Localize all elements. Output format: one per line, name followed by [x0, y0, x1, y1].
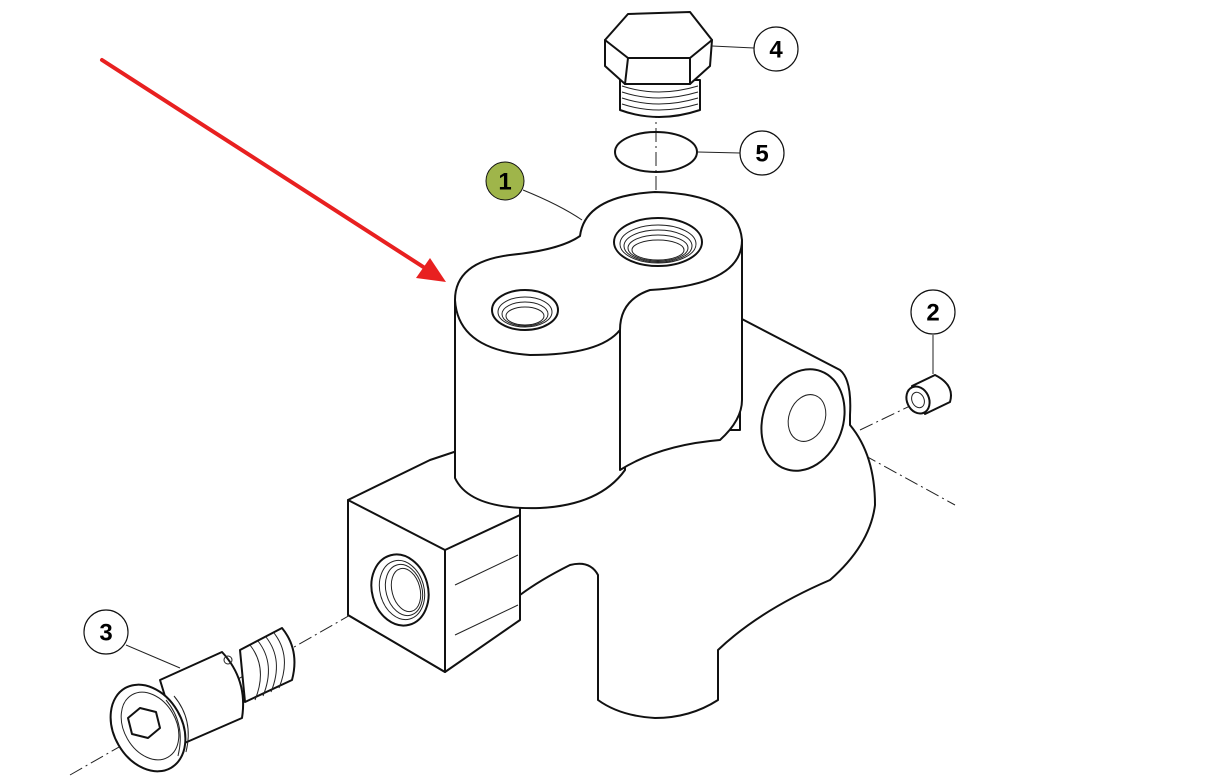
callout-2-circle [910, 289, 956, 335]
callout-3-circle [83, 609, 129, 655]
leader-lines [125, 45, 934, 669]
bushing [905, 374, 952, 415]
callout-1: 1 [485, 161, 525, 201]
callout-4: 4 [753, 26, 799, 72]
valve-body [347, 191, 876, 719]
hex-plug [604, 11, 713, 118]
callout-2: 2 [910, 289, 956, 335]
callout-3: 3 [83, 609, 129, 655]
o-ring [614, 131, 698, 173]
callout-4-circle [753, 26, 799, 72]
callout-5-label: 5 [755, 141, 768, 168]
callout-2-label: 2 [926, 300, 939, 327]
callout-4-label: 4 [769, 37, 783, 64]
callout-5-circle [739, 130, 785, 176]
callout-5: 5 [739, 130, 785, 176]
red-pointer-arrow-icon [100, 58, 446, 282]
callout-1-circle [485, 161, 525, 201]
callout-1-label: 1 [498, 169, 511, 196]
cartridge [109, 627, 296, 773]
callout-3-label: 3 [99, 620, 112, 647]
